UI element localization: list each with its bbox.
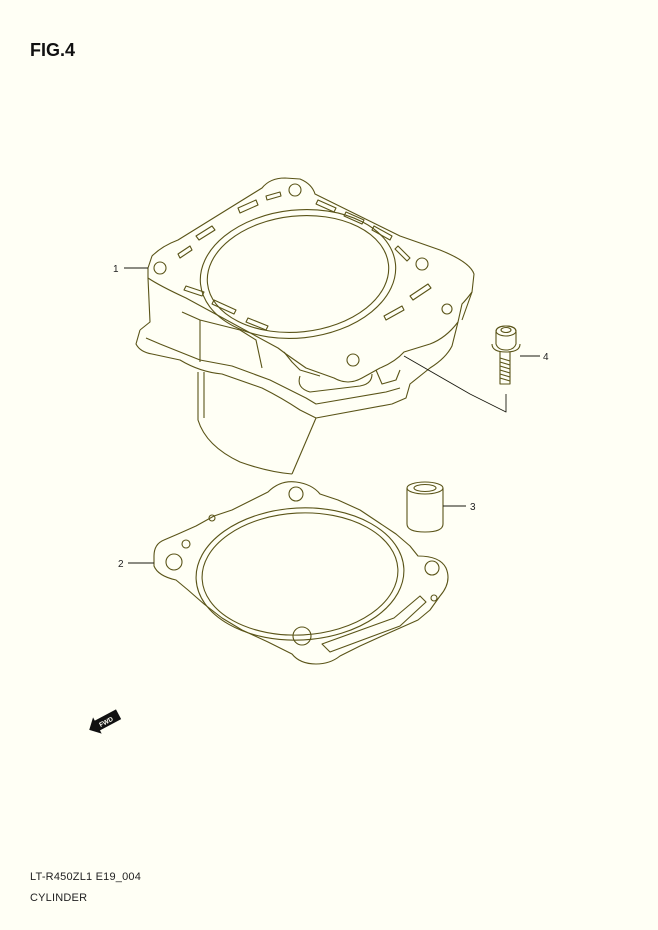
dowel-pin-part (406, 481, 444, 533)
callout-3: 3 (470, 502, 476, 513)
figure-title: FIG.4 (30, 40, 76, 60)
diagram-name: CYLINDER (30, 892, 88, 904)
gasket-part (153, 481, 449, 665)
diagram-code: LT-R450ZL1 E19_004 (30, 871, 142, 883)
callout-4: 4 (543, 352, 549, 363)
cylinder-part (135, 177, 475, 475)
bolt-part (491, 325, 521, 385)
fwd-arrow-icon: FWD (89, 709, 122, 734)
callout-1: 1 (113, 264, 119, 275)
callout-2: 2 (118, 559, 124, 570)
callout-leaders (124, 267, 540, 564)
